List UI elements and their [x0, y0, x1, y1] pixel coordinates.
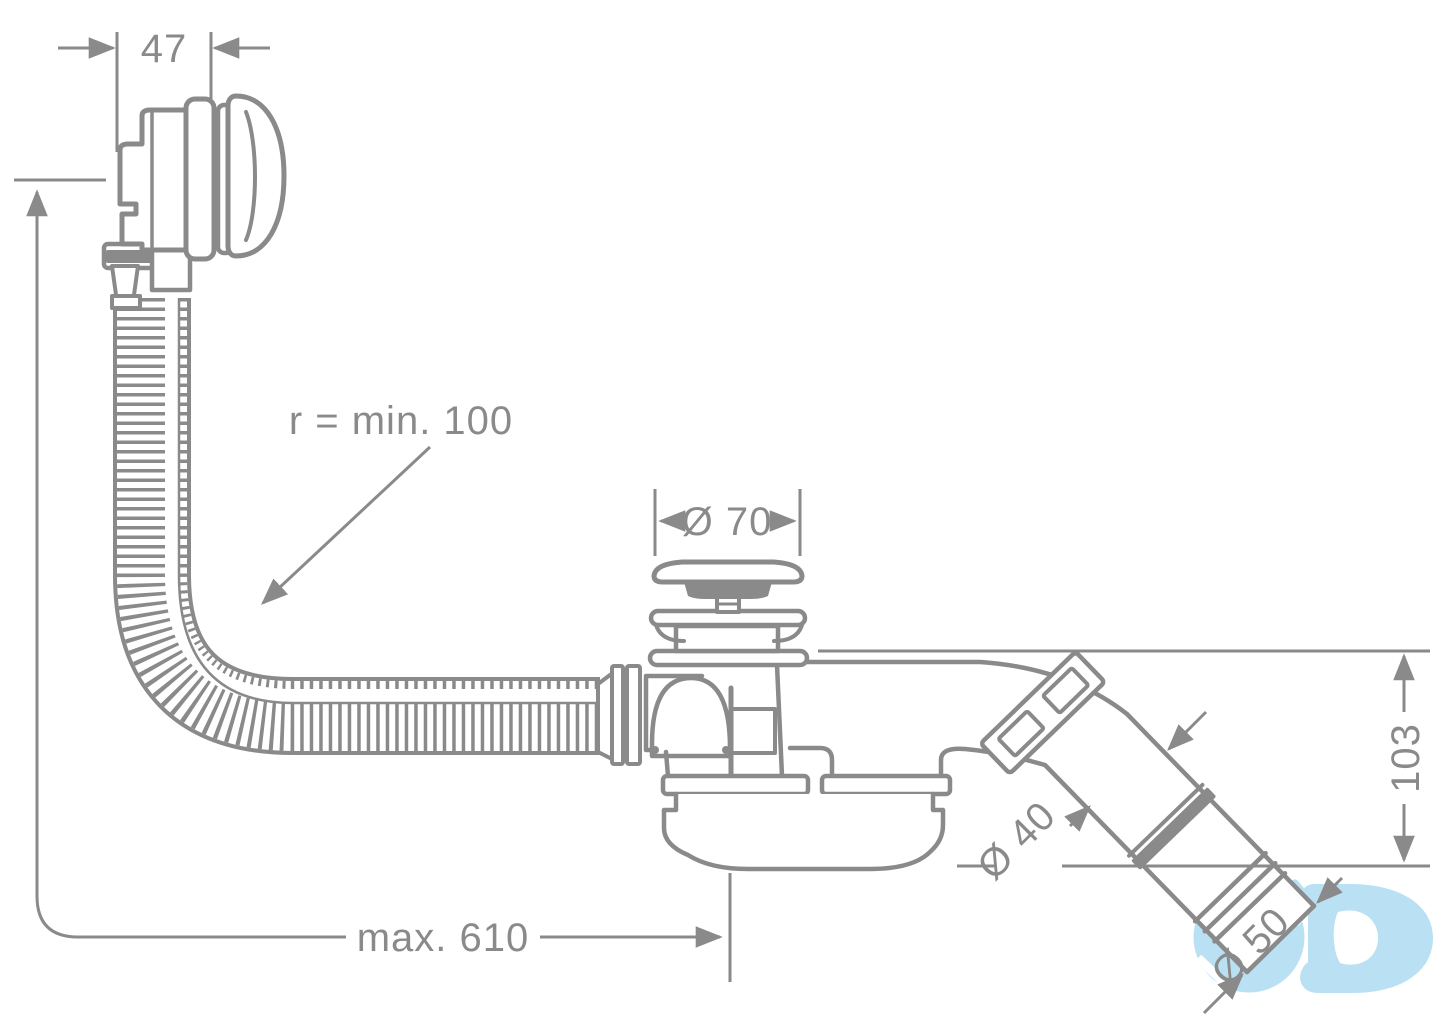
trap-bowl: [661, 791, 946, 872]
dim-label-radius: r = min. 100: [289, 399, 513, 443]
dim-bend-radius: r = min. 100: [261, 399, 513, 605]
drain-trap-assembly: [596, 559, 953, 872]
plug-cap: [651, 559, 805, 585]
overflow-fitting: [101, 93, 287, 310]
dim-plug-diameter: Ø 70: [653, 489, 802, 556]
dim-label-d40: Ø 40: [969, 793, 1064, 888]
outlet-pipe-assembly: [785, 651, 1317, 975]
dim-label-max-610: max. 610: [357, 916, 530, 960]
dim-overflow-depth: 47: [58, 27, 270, 152]
dim-label-47: 47: [141, 27, 188, 71]
dim-max-hose-length: max. 610: [14, 178, 732, 982]
dome-face-line: [244, 110, 257, 242]
dim-label-d70: Ø 70: [682, 500, 773, 544]
pipe-union-nut: [980, 651, 1106, 775]
dim-label-103: 103: [1384, 723, 1428, 793]
siphon-bell: [649, 675, 733, 759]
dim-outlet-height: 103: [818, 649, 1430, 868]
flexible-overflow-hose: [113, 298, 600, 755]
